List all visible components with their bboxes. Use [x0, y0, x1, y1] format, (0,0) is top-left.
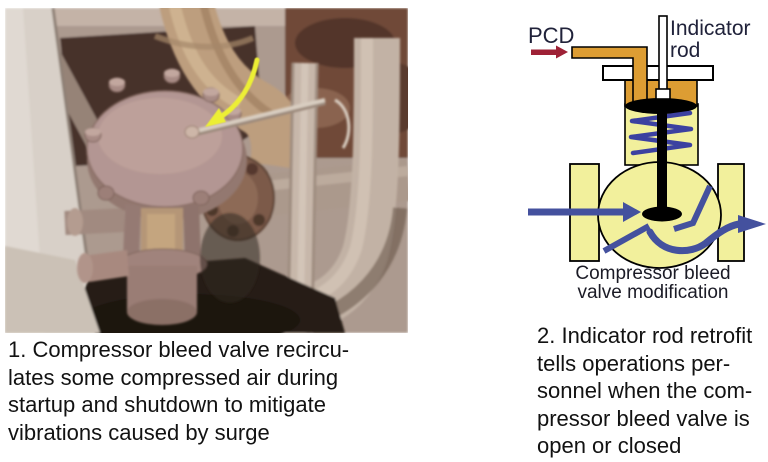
bleed-valve-schematic: PCD Indicator rod Compressor bleed valve… [528, 15, 766, 303]
indicator-rod-line [184, 98, 326, 139]
caption-line: lates some compressed air during [8, 364, 339, 390]
caption-line: tells operations per- [537, 350, 731, 376]
pipes-group [5, 0, 411, 346]
caption-line: vibrations caused by surge [8, 419, 270, 445]
inlet-flow-arrow-icon [528, 202, 641, 222]
pcd-label: PCD [528, 23, 574, 48]
yellow-arrow-icon [205, 57, 260, 127]
caption-line: open or closed [537, 433, 682, 458]
valve-group [77, 68, 326, 325]
caption-line: 2. Indicator rod retrofit [537, 323, 753, 348]
figure-1-photo [5, 0, 425, 346]
caption-line: startup and shutdown to mitigate [8, 392, 326, 417]
figure-2-diagram: PCD Indicator rod Compressor bleed valve… [510, 8, 768, 312]
diagram-caption-line2: valve modification [577, 282, 728, 303]
caption-line: 1. Compressor bleed valve recircu- [8, 337, 350, 362]
diagram-caption-line1: Compressor bleed [575, 263, 730, 284]
caption-line: pressor bleed valve is [537, 405, 750, 431]
valve-plug [642, 206, 682, 222]
figure-1-caption: 1. Compressor bleed valve recircu- lates… [8, 336, 410, 446]
indicator-rod-label-line1: Indicator [670, 17, 751, 40]
valve-stem [657, 106, 667, 214]
figure-2-caption: 2. Indicator rod retrofit tells operatio… [537, 322, 768, 460]
pcd-arrow-icon [531, 45, 568, 59]
flange-right [717, 163, 745, 262]
compressor-valve-photo-illustration [5, 0, 425, 346]
caption-line: sonnel when the com- [537, 378, 753, 403]
seat-strokes [602, 184, 713, 254]
indicator-plate [602, 65, 714, 81]
indicator-rod [655, 15, 671, 100]
indicator-rod-label-line2: rod [670, 39, 700, 62]
outlet-flow-arrow-icon [646, 215, 766, 255]
